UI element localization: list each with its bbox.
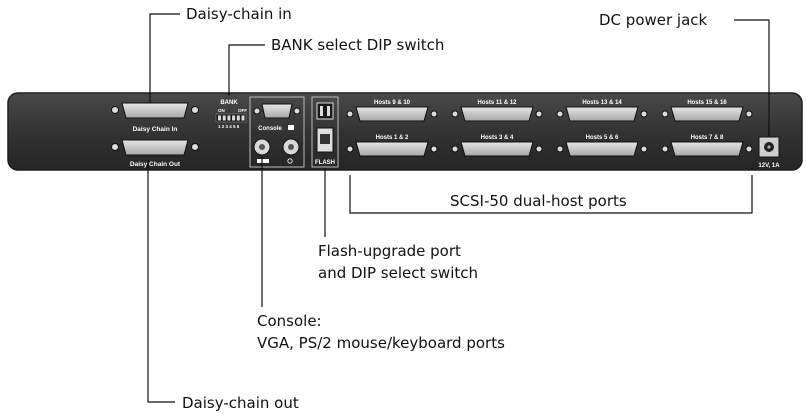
bank-label: BANK <box>220 100 238 106</box>
callout-flash-line1: Flash-upgrade port <box>318 242 461 260</box>
callout-console-line2: VGA, PS/2 mouse/keyboard ports <box>257 334 505 352</box>
dip-on-label: ON <box>218 108 225 113</box>
mouse-icon <box>287 158 293 164</box>
scsi-bottom-label: Hosts 5 & 6 <box>586 135 619 141</box>
scsi-port <box>346 141 438 157</box>
callout-console: Console: VGA, PS/2 mouse/keyboard ports <box>257 310 505 354</box>
callout-scsi: SCSI-50 dual-host ports <box>450 192 627 210</box>
callout-flash: Flash-upgrade port and DIP select switch <box>318 240 478 284</box>
callout-daisy-chain-out: Daisy-chain out <box>182 394 299 412</box>
daisy-out-label: Daisy Chain Out <box>130 161 181 168</box>
scsi-bottom-label: Hosts 3 & 4 <box>481 135 514 141</box>
scsi-top-label: Hosts 9 & 10 <box>374 100 411 106</box>
callout-dc-jack: DC power jack <box>599 11 708 29</box>
callout-flash-line2: and DIP select switch <box>318 264 478 282</box>
console-block <box>249 96 305 168</box>
scsi-port <box>661 141 753 157</box>
scsi-port <box>451 106 543 122</box>
callout-console-line1: Console: <box>257 312 322 330</box>
scsi-port <box>556 141 648 157</box>
dip-off-label: OFF <box>238 108 247 113</box>
keyboard-icon <box>257 159 269 163</box>
bank-dip-switch <box>215 113 247 123</box>
dip-numbers-label: 1 2 3 4 5 6 <box>218 124 240 129</box>
scsi-port <box>556 106 648 122</box>
monitor-icon <box>288 125 294 130</box>
scsi-ports: Hosts 9 & 10 Hosts 11 & 12 Hosts 13 & 14 Ho… <box>346 100 753 157</box>
ps2-mouse-port <box>253 138 271 156</box>
flash-block <box>311 96 339 168</box>
leader-daisy-in <box>149 13 180 103</box>
leader-dc-jack <box>734 19 770 137</box>
power-label: 12V, 1A <box>758 163 780 169</box>
scsi-bottom-label: Hosts 1 & 2 <box>376 135 409 141</box>
dc-power-jack <box>758 136 780 158</box>
flash-label: FLASH <box>315 160 335 166</box>
scsi-port <box>346 106 438 122</box>
scsi-top-label: Hosts 11 & 12 <box>477 100 517 106</box>
leader-daisy-out <box>147 160 175 403</box>
console-label: Console <box>258 126 282 132</box>
scsi-port <box>451 141 543 157</box>
scsi-bottom-label: Hosts 7 & 8 <box>691 135 724 141</box>
callout-daisy-chain-in: Daisy-chain in <box>186 5 292 23</box>
daisy-in-label: Daisy Chain In <box>133 126 178 133</box>
vga-port <box>253 103 301 119</box>
scsi-port <box>661 106 753 122</box>
flash-upgrade-port <box>316 127 334 153</box>
leader-scsi <box>349 175 753 214</box>
leader-bank-dip <box>228 44 265 96</box>
flash-dip-switch <box>316 102 334 120</box>
scsi-top-label: Hosts 13 & 14 <box>582 100 622 106</box>
callout-bank-dip: BANK select DIP switch <box>271 36 445 54</box>
daisy-chain-out-port <box>111 139 199 156</box>
daisy-chain-in-port <box>111 102 199 119</box>
ps2-keyboard-port <box>282 138 300 156</box>
scsi-top-label: Hosts 15 & 16 <box>687 100 727 106</box>
